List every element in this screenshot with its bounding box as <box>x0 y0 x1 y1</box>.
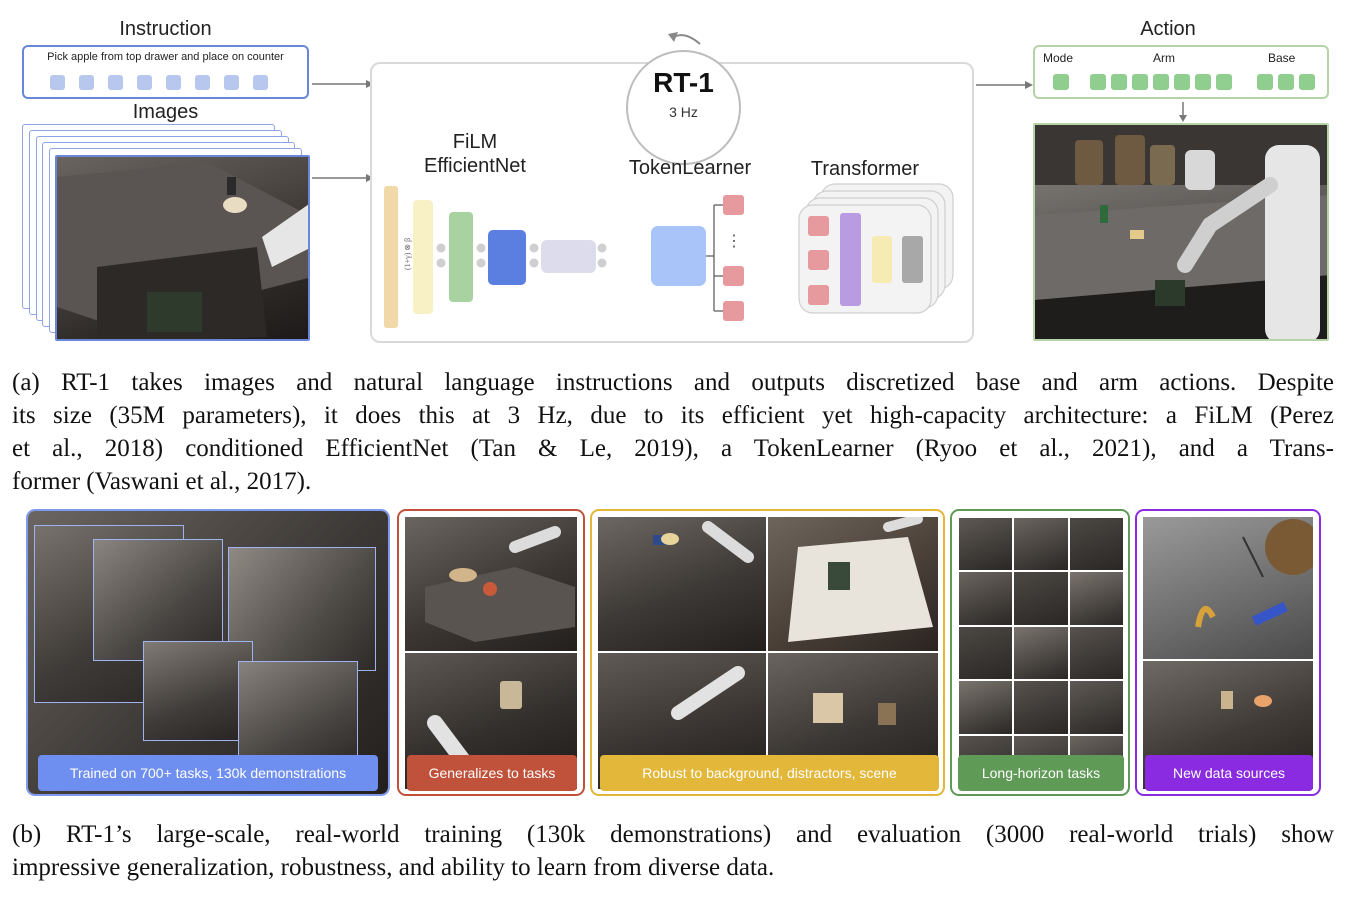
panel-generalize: Generalizes to tasks <box>397 509 585 796</box>
instruction-token <box>50 75 65 90</box>
collage-photo <box>93 539 223 661</box>
long-horizon-tile <box>1069 572 1123 625</box>
sim-photo <box>1143 517 1313 659</box>
panel-label-new-data: New data sources <box>1145 755 1313 791</box>
instruction-token <box>108 75 123 90</box>
action-heading: Action <box>1140 18 1196 40</box>
long-horizon-tile <box>959 518 1013 571</box>
instruction-token <box>224 75 239 90</box>
long-horizon-tile <box>959 681 1013 734</box>
transformer-diagram <box>798 183 954 314</box>
instruction-token <box>195 75 210 90</box>
robust-scene <box>671 666 745 720</box>
long-horizon-tile <box>959 572 1013 625</box>
long-horizon-tile <box>1014 572 1068 625</box>
sim-scene <box>1195 519 1313 628</box>
robust-scene <box>653 521 754 563</box>
instruction-token <box>137 75 152 90</box>
instruction-token <box>253 75 268 90</box>
panel-training: Trained on 700+ tasks, 130k demonstratio… <box>26 509 390 796</box>
transformer-label: Transformer <box>810 158 920 180</box>
action-base-token <box>1257 74 1273 90</box>
instruction-heading: Instruction <box>119 18 212 40</box>
film-math-label: (1+γ) ⊗ β <box>403 238 412 270</box>
panel-long-horizon: Long-horizon tasks <box>950 509 1130 796</box>
model-rate: 3 Hz <box>669 104 698 120</box>
caption-a-line: et al., 2018) conditioned EfficientNet (… <box>12 435 1334 462</box>
caption-a-line: its size (35M parameters), it does this … <box>12 402 1334 429</box>
robot-scene <box>1035 125 1327 339</box>
action-base-label: Base <box>1268 51 1296 65</box>
action-arm-token <box>1216 74 1232 90</box>
long-horizon-tile <box>959 626 1013 680</box>
action-arm-label: Arm <box>1153 51 1175 65</box>
input-camera-image <box>55 155 310 341</box>
panel-label-training: Trained on 700+ tasks, 130k demonstratio… <box>38 755 378 791</box>
instruction-text: Pick apple from top drawer and place on … <box>47 51 284 63</box>
tokenlearner-label: TokenLearner <box>628 157 752 179</box>
long-horizon-tile <box>1014 518 1068 571</box>
task-photo <box>405 517 577 651</box>
caption-a: (a) RT-1 takes images and natural langua… <box>12 366 1334 498</box>
robust-scene <box>788 517 933 642</box>
action-arm-token <box>1132 74 1148 90</box>
cycle-arrow-icon <box>668 32 701 45</box>
panel-label-robust: Robust to background, distractors, scene <box>600 755 939 791</box>
action-arm-token <box>1195 74 1211 90</box>
tokenlearner-ellipsis: ⋮ <box>726 233 742 250</box>
action-base-token <box>1278 74 1294 90</box>
action-arm-token <box>1090 74 1106 90</box>
action-mode-token <box>1053 74 1069 90</box>
panel-label-long-horizon: Long-horizon tasks <box>958 755 1124 791</box>
output-arrow <box>976 81 1033 89</box>
panel-robust: Robust to background, distractors, scene <box>590 509 945 796</box>
robust-scene <box>813 693 896 725</box>
film-efficientnet-diagram: (1+γ) ⊗ β <box>384 186 607 328</box>
long-horizon-tile <box>1014 681 1068 734</box>
collage-photo <box>238 661 358 771</box>
panel-new-data: New data sources <box>1135 509 1321 796</box>
caption-b: (b) RT-1’s large-scale, real-world train… <box>12 818 1334 884</box>
long-horizon-tile <box>1014 626 1068 680</box>
action-box: Mode Arm Base <box>1033 45 1329 99</box>
caption-b-line: (b) RT-1’s large-scale, real-world train… <box>12 821 1334 848</box>
instruction-token <box>79 75 94 90</box>
robust-photo <box>598 517 766 651</box>
input-image-scene <box>57 162 308 339</box>
caption-a-line: (a) RT-1 takes images and natural langua… <box>12 369 1334 396</box>
action-arm-token <box>1153 74 1169 90</box>
long-horizon-tile <box>1069 626 1123 680</box>
task-scene <box>425 526 575 642</box>
images-heading: Images <box>132 101 199 123</box>
instruction-token <box>166 75 181 90</box>
caption-a-line: former (Vaswani et al., 2017). <box>12 468 312 495</box>
robot-output-image <box>1033 123 1329 341</box>
panel-label-generalize: Generalizes to tasks <box>407 755 577 791</box>
action-down-arrow <box>1179 102 1187 122</box>
long-horizon-tile <box>1069 518 1123 571</box>
input-arrows <box>312 80 374 182</box>
rt1-circle: RT-1 3 Hz <box>626 50 741 165</box>
film-label: FiLM EfficientNet <box>424 131 526 177</box>
action-arm-token <box>1111 74 1127 90</box>
action-arm-token <box>1174 74 1190 90</box>
action-mode-label: Mode <box>1043 51 1074 65</box>
long-horizon-tile <box>1069 681 1123 734</box>
model-name: RT-1 <box>653 67 714 98</box>
caption-b-line: impressive generalization, robustness, a… <box>12 854 775 881</box>
instruction-box: Pick apple from top drawer and place on … <box>22 45 309 99</box>
robust-photo <box>768 517 938 651</box>
real-scene <box>1221 691 1272 709</box>
long-horizon-grid <box>958 517 1124 789</box>
action-base-token <box>1299 74 1315 90</box>
tokenlearner-diagram: ⋮ <box>651 195 744 321</box>
collage-photo <box>143 641 253 741</box>
